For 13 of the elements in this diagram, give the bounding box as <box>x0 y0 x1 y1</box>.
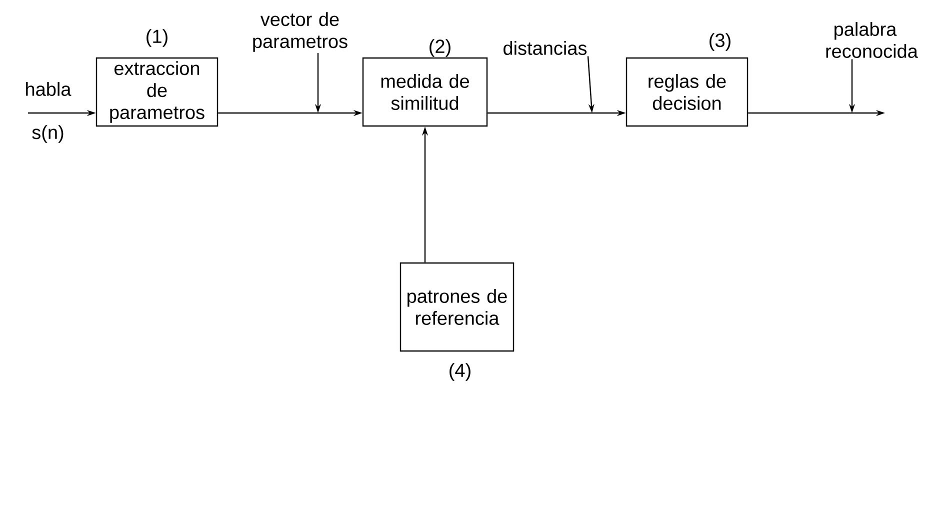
annotation-text: vector de parametros <box>253 12 348 52</box>
signal-label: s(n) <box>32 125 64 143</box>
process-box: medida de similitud <box>362 57 488 127</box>
block-number: (4) <box>450 363 470 381</box>
block-number: (2) <box>430 39 450 57</box>
block-number: (1) <box>146 29 168 47</box>
annotation-text: palabra reconocida <box>826 22 918 58</box>
process-box: patrones de referencia <box>400 262 514 352</box>
process-box: reglas de decision <box>626 57 748 127</box>
process-box: extraccion de parametros <box>96 57 218 127</box>
annotation-text: distancias <box>504 41 587 55</box>
block-number: (3) <box>710 33 730 51</box>
edge-label: habla <box>24 81 72 97</box>
